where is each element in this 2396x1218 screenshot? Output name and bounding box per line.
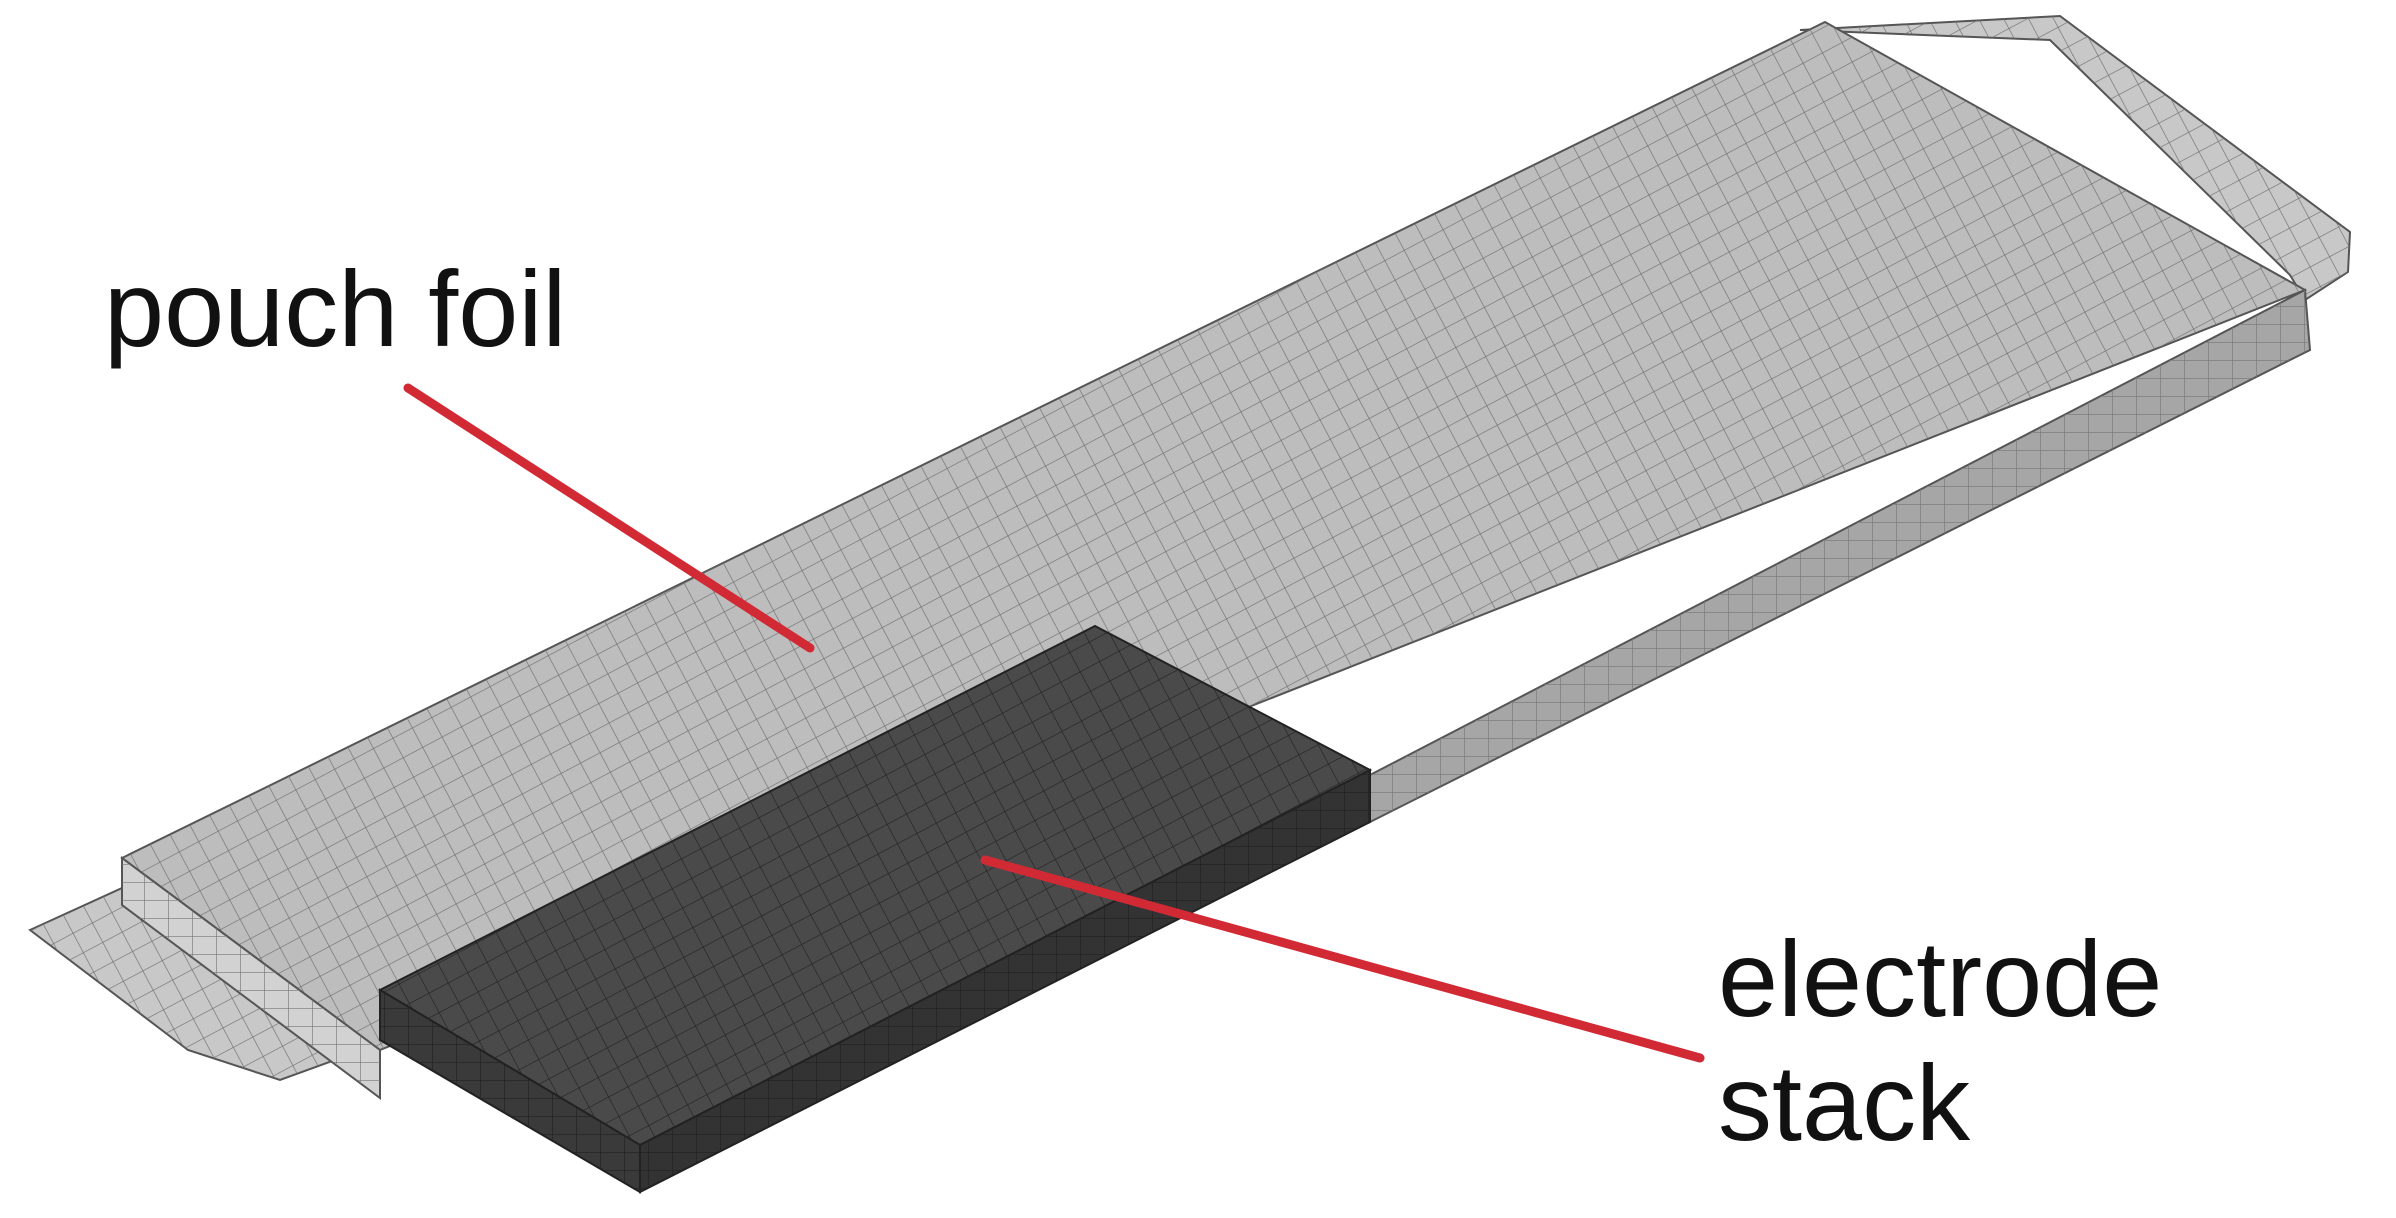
electrode-stack-body xyxy=(377,624,1373,1194)
right-tabs xyxy=(1799,14,2352,302)
pouch-foil-body xyxy=(120,20,2312,1100)
electrode-stack-label-line2: stack xyxy=(1718,1042,1971,1163)
pouch-foil-leader-line xyxy=(403,383,815,653)
pouch-foil-label: pouch foil xyxy=(104,248,567,369)
electrode-stack-label: electrode stack xyxy=(1718,925,2162,1157)
electrode-stack-leader-line xyxy=(980,855,1705,1063)
electrode-stack-label-line1: electrode xyxy=(1718,918,2163,1039)
